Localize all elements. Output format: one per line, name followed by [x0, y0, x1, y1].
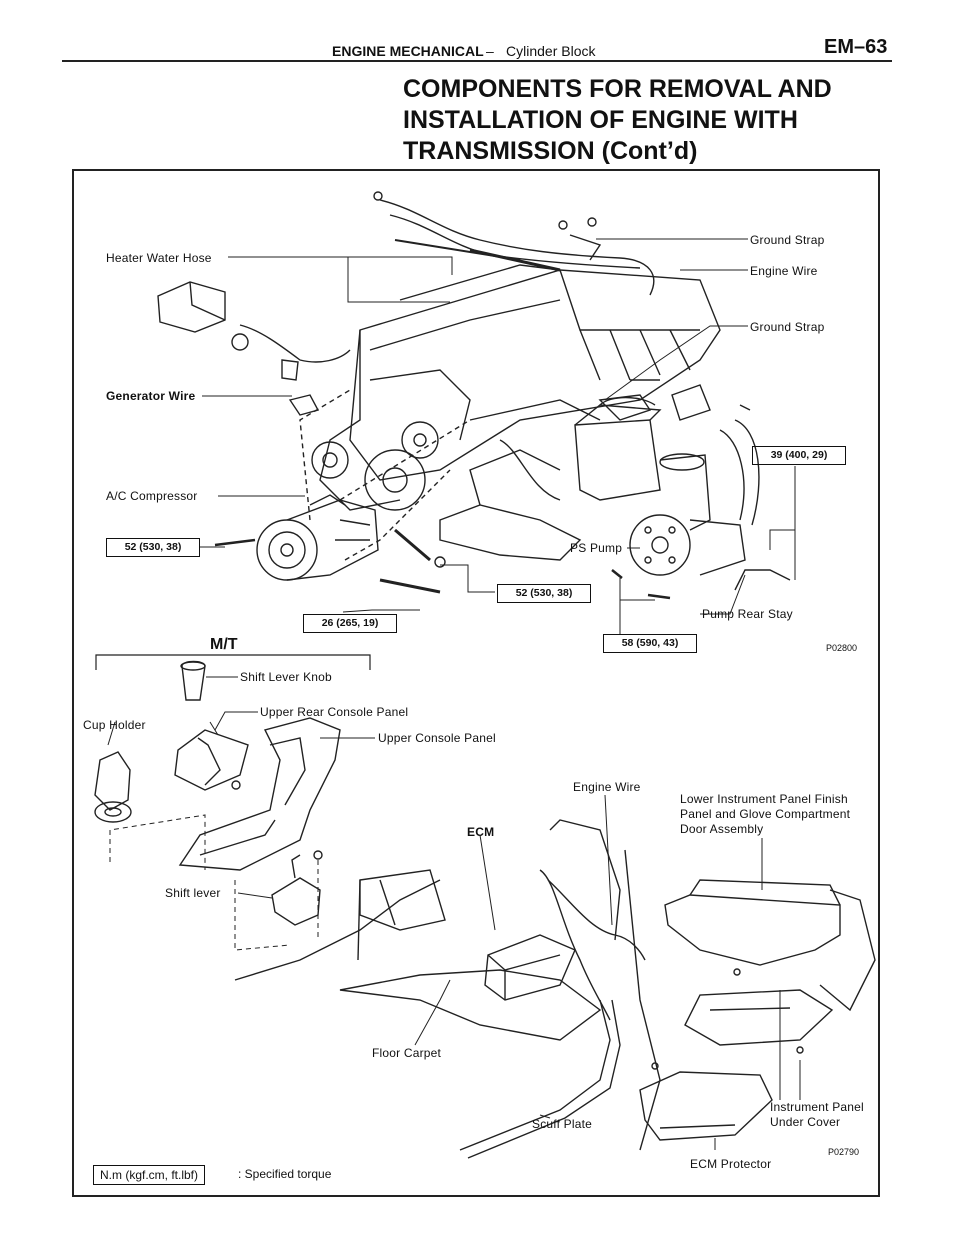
label-lower-panel-line-1: Lower Instrument Panel Finish [680, 792, 848, 806]
title-line-3: TRANSMISSION (Cont’d) [403, 137, 698, 165]
label-floor-carpet: Floor Carpet [372, 1046, 442, 1060]
legend-text: : Specified torque [238, 1167, 332, 1181]
legend-torque-box: N.m (kgf.cm, ft.lbf) [93, 1165, 206, 1185]
label-ground-strap-2: Ground Strap [750, 320, 825, 334]
label-pump-rear-stay: Pump Rear Stay [702, 607, 793, 621]
label-shift-lever-knob: Shift Lever Knob [240, 670, 332, 684]
label-heater-water-hose: Heater Water Hose [106, 251, 212, 265]
figure-code-interior: P02790 [828, 1147, 860, 1157]
label-cup-holder: Cup Holder [83, 718, 146, 732]
label-shift-lever: Shift lever [165, 886, 221, 900]
engine-illustration [157, 191, 791, 600]
label-ip-under-cover-line-1: Instrument Panel [770, 1100, 864, 1114]
header-subsection: Cylinder Block [506, 43, 596, 59]
torque-spec-1: 52 (530, 38) [106, 538, 200, 557]
label-scuff-plate: Scuff Plate [532, 1117, 593, 1131]
label-ecm: ECM [467, 825, 495, 839]
label-upper-rear-console-panel: Upper Rear Console Panel [260, 705, 409, 719]
label-lower-panel-line-2: Panel and Glove Compartment [680, 807, 851, 821]
label-ecm-protector: ECM Protector [690, 1157, 772, 1171]
page-number: EM–63 [824, 36, 888, 58]
label-engine-wire: Engine Wire [750, 264, 818, 278]
engine-leader-lines [200, 238, 796, 634]
label-ground-strap-1: Ground Strap [750, 233, 825, 247]
torque-spec-5: 39 (400, 29) [752, 446, 846, 465]
label-lower-panel-line-3: Door Assembly [680, 822, 764, 836]
label-engine-wire-interior: Engine Wire [573, 780, 641, 794]
label-ip-under-cover-line-2: Under Cover [770, 1115, 841, 1129]
mt-bracket [95, 654, 371, 670]
torque-spec-3: 26 (265, 19) [303, 614, 397, 633]
figure-code-engine: P02800 [826, 643, 858, 653]
figure-frame [72, 169, 880, 1197]
header-rule [62, 60, 892, 62]
label-generator-wire: Generator Wire [106, 389, 196, 403]
mt-label: M/T [210, 636, 238, 653]
header-separator: – [486, 43, 494, 59]
title-line-1: COMPONENTS FOR REMOVAL AND [403, 75, 832, 103]
interior-illustration [94, 660, 876, 1159]
label-ac-compressor: A/C Compressor [106, 489, 198, 503]
torque-spec-4: 58 (590, 43) [603, 634, 697, 653]
title-line-2: INSTALLATION OF ENGINE WITH [403, 106, 798, 134]
page-title: COMPONENTS FOR REMOVAL AND INSTALLATION … [403, 74, 832, 167]
torque-spec-2: 52 (530, 38) [497, 584, 591, 603]
header-section: ENGINE MECHANICAL [332, 43, 484, 59]
label-ps-pump: PS Pump [570, 541, 623, 555]
label-upper-console-panel: Upper Console Panel [378, 731, 496, 745]
